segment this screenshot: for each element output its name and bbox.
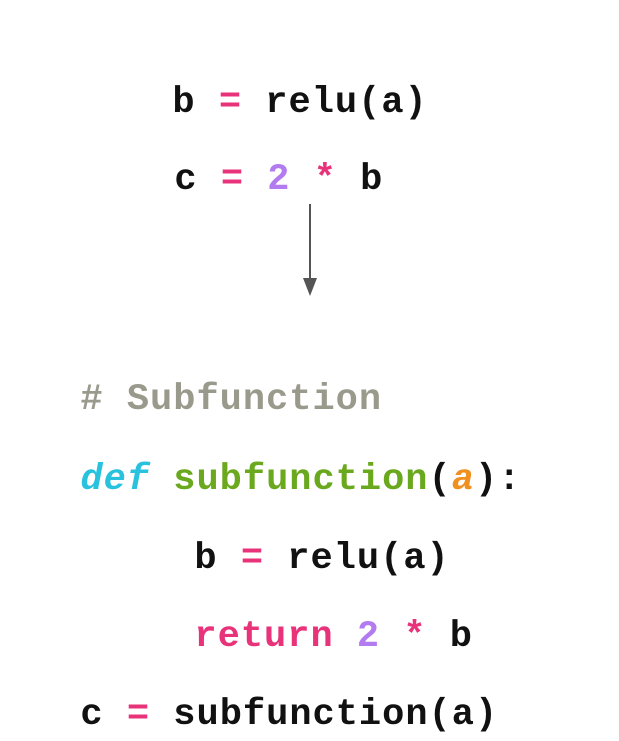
before-line-1-op: = (218, 82, 243, 124)
before-line-1: b = relu(a) (126, 48, 428, 122)
before-line-2-var: b (360, 159, 384, 201)
body-1-op: = (240, 538, 265, 580)
before-line-1-lhs: b (172, 82, 196, 124)
after-comment: # Subfunction (34, 345, 382, 419)
body-2-var: b (449, 616, 473, 658)
arrow-down-icon (303, 204, 317, 296)
after-call-line: c = subfunction(a) (34, 660, 498, 734)
before-line-2-lhs: c (174, 159, 198, 201)
body-2-number: 2 (356, 616, 381, 658)
after-body-line-2: return 2 * b (148, 582, 473, 656)
def-parameter: a (451, 459, 475, 501)
call-op: = (126, 694, 151, 736)
comment-text: # Subfunction (80, 379, 383, 421)
before-line-2-number: 2 (267, 159, 291, 201)
before-line-2: c = 2 * b (128, 125, 383, 199)
after-body-line-1: b = relu(a) (148, 504, 450, 578)
after-def-line: def subfunction(a): (34, 425, 521, 499)
def-open-paren: ( (428, 459, 452, 501)
body-1-rhs: relu(a) (287, 538, 450, 580)
before-line-1-rhs: relu(a) (265, 82, 428, 124)
call-lhs: c (80, 694, 104, 736)
return-keyword: return (194, 616, 334, 658)
call-rhs: subfunction(a) (173, 694, 499, 736)
body-2-mul: * (403, 616, 427, 658)
def-keyword: def (80, 459, 151, 501)
function-name: subfunction (173, 459, 429, 501)
def-close-paren: ): (474, 459, 522, 501)
body-1-lhs: b (194, 538, 218, 580)
before-line-2-mul: * (313, 159, 337, 201)
before-line-2-op: = (220, 159, 245, 201)
